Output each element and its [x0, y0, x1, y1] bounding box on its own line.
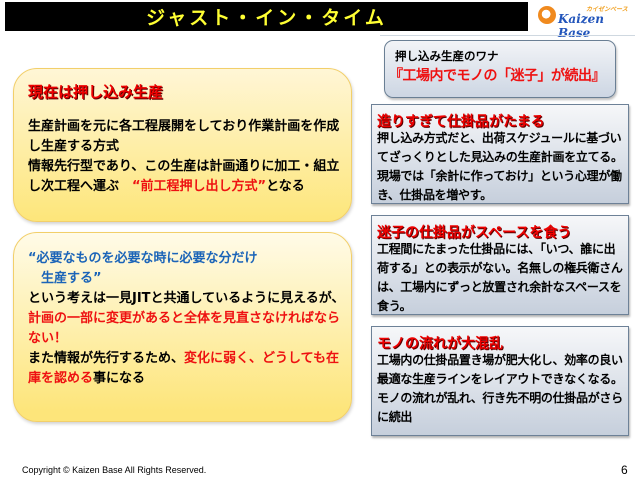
callout-subtitle: 押し込み生産のワナ [395, 49, 499, 63]
gear-icon [538, 6, 556, 24]
highlight-text: 計画の一部に変更があると全体を見直さなければならない！ [28, 311, 341, 346]
box-heading: 迷子の仕掛品がスペースを食う [377, 225, 572, 241]
kaizen-base-logo: カイゼンベース Kaizen Base [536, 3, 636, 40]
quote-text: “必要なものを必要な時に必要な分だけ [28, 251, 258, 266]
trap-callout: 押し込み生産のワナ 『工場内でモノの「迷子」が続出』 [384, 40, 616, 98]
box-heading: 造りすぎて仕掛品がたまる [377, 114, 545, 130]
title-bar: ジャスト・イン・タイム [5, 2, 528, 31]
box-heading: 現在は押し込み生産 [28, 83, 164, 101]
divider [380, 35, 635, 36]
box-heading: モノの流れが大混乱 [377, 336, 503, 352]
box-body: 工程間にたまった仕掛品には、「いつ、誰に出荷する」との表示がない。名無しの権兵衛… [377, 242, 623, 313]
box-body: 生産計画を元に各工程展開をしており作業計画を作成し生産する方式 情報先行型であり… [28, 117, 346, 197]
text-segment: 事になる [93, 371, 146, 386]
text-segment: 情報先行型であり、この生産は計画通りに加工・組立し次工程へ運ぶ [28, 159, 340, 194]
overproduction-box: 造りすぎて仕掛品がたまる 押し込み方式だと、出荷スケジュールに基づいてざっくりと… [371, 104, 629, 204]
highlight-text: 変化に弱く、どうしても在庫を認める [28, 351, 339, 386]
highlight-text: “前工程押し出し方式” [132, 179, 267, 194]
jit-comparison-box: “必要なものを必要な時に必要な分だけ 生産する” という考えは一見JITと共通し… [13, 232, 352, 422]
page-number: 6 [621, 463, 628, 477]
copyright: Copyright © Kaizen Base All Rights Reser… [22, 465, 207, 475]
box-body: 工場内の仕掛品置き場が肥大化し、効率の良い最適な生産ラインをレイアウトできなくな… [377, 353, 623, 424]
box-body: “必要なものを必要な時に必要な分だけ 生産する” という考えは一見JITと共通し… [28, 249, 346, 389]
lost-wip-box: 迷子の仕掛品がスペースを食う 工程間にたまった仕掛品には、「いつ、誰に出荷する」… [371, 215, 629, 315]
text-segment: また情報が先行するため、 [28, 351, 185, 366]
text-segment: となる [266, 179, 305, 194]
flow-chaos-box: モノの流れが大混乱 工場内の仕掛品置き場が肥大化し、効率の良い最適な生産ラインを… [371, 326, 629, 436]
logo-subtext: カイゼンベース [586, 6, 628, 13]
quote-text: 生産する” [28, 271, 102, 286]
push-production-box: 現在は押し込み生産 生産計画を元に各工程展開をしており作業計画を作成し生産する方… [13, 68, 352, 222]
logo-text: Kaizen Base [558, 12, 604, 40]
box-body: 押し込み方式だと、出荷スケジュールに基づいてざっくりとした見込みの生産計画を立て… [377, 131, 623, 202]
text-segment: という考えは一見JITと共通しているように見えるが、 [28, 291, 345, 306]
callout-headline: 『工場内でモノの「迷子」が続出』 [389, 68, 606, 84]
slide-title: ジャスト・イン・タイム [146, 7, 387, 29]
text-segment: 生産計画を元に各工程展開をしており作業計画を作成し生産する方式 [28, 119, 340, 154]
